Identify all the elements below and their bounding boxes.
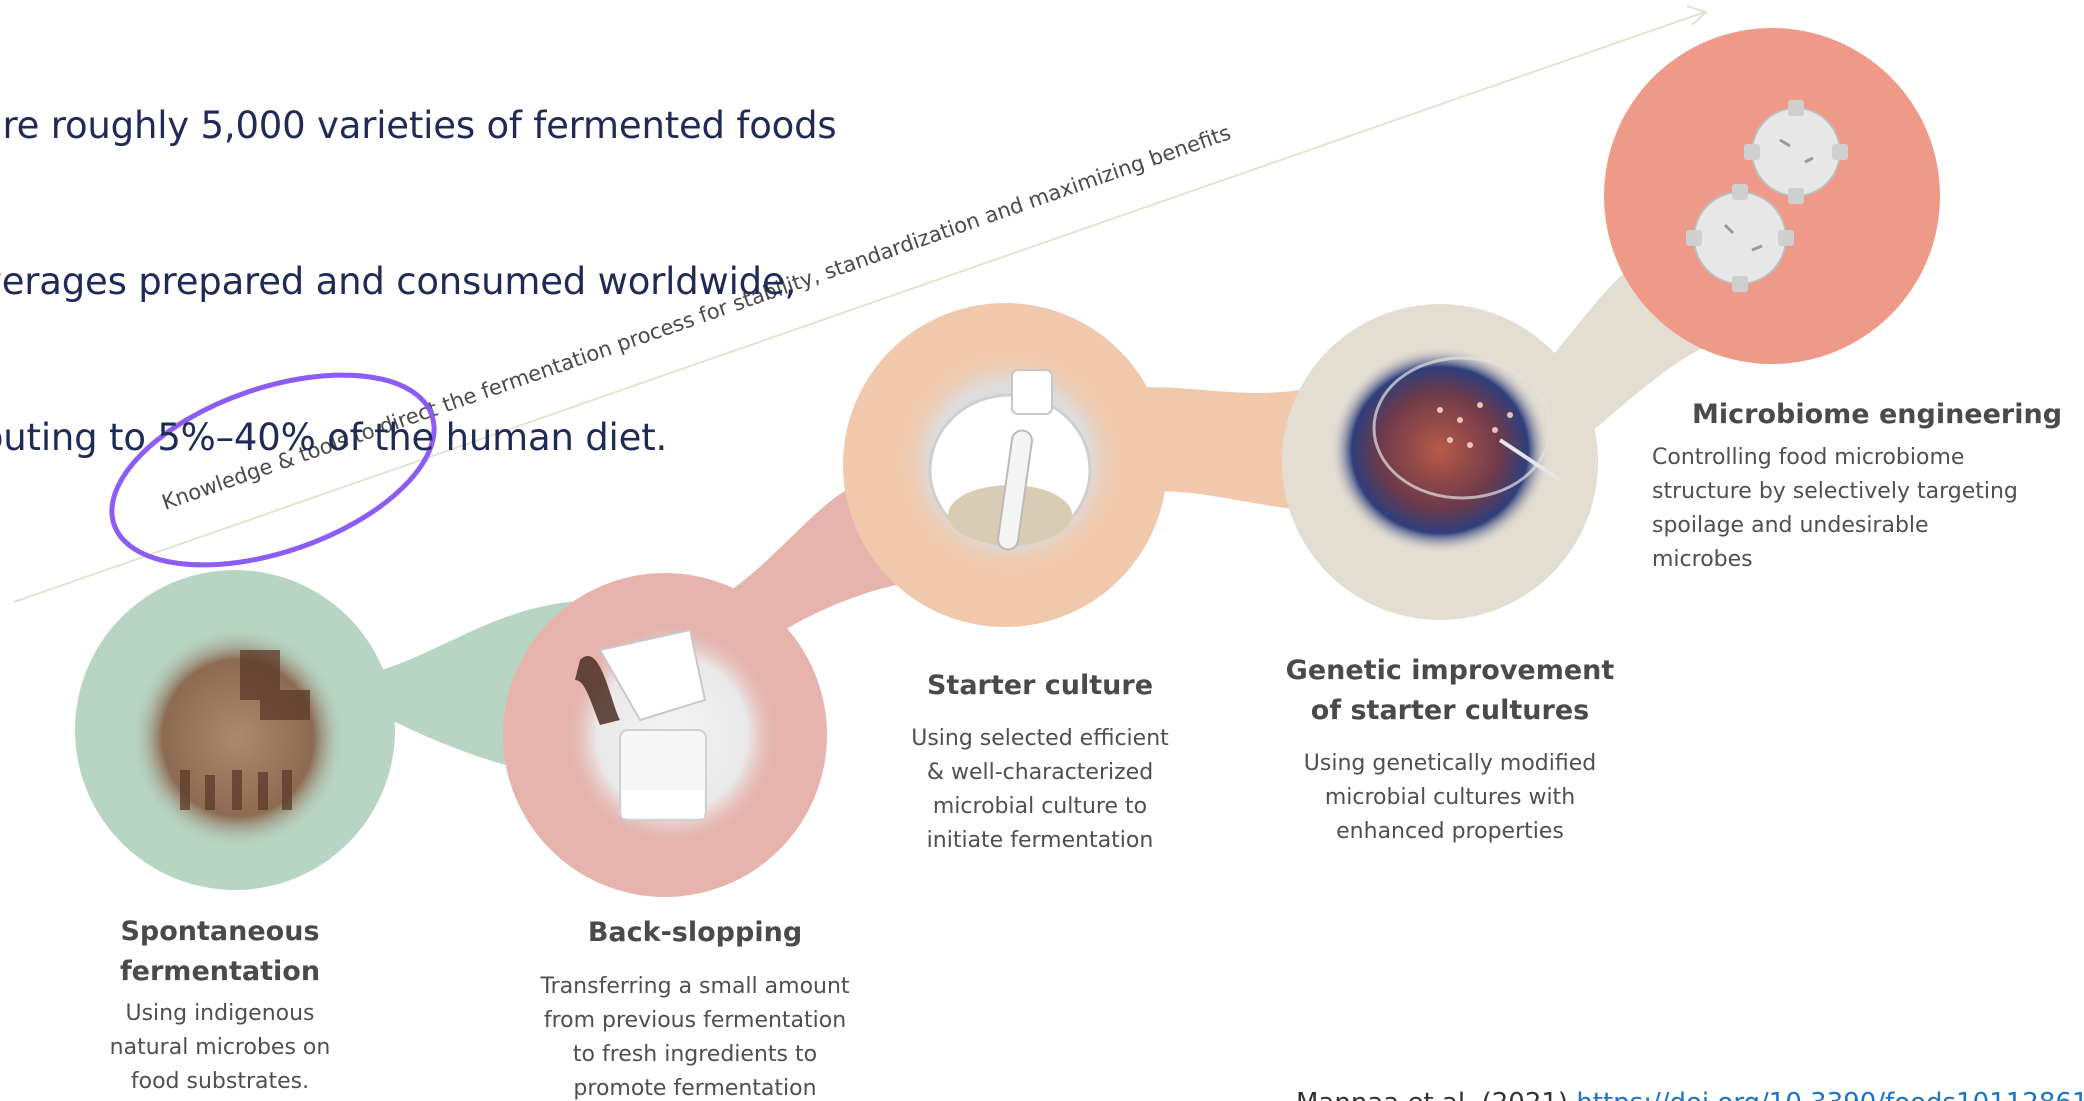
petri-dish-image bbox=[1330, 346, 1550, 554]
stage-desc-line: food substrates. bbox=[130, 1069, 310, 1094]
citation: Mannaa et al. (2021) https://doi.org/10.… bbox=[1296, 1086, 2084, 1101]
egyptian-relief-image bbox=[130, 626, 346, 850]
stage-desc-line: microbes bbox=[1652, 547, 1753, 572]
stage-circle-1 bbox=[75, 570, 395, 890]
stage-desc-line: Transferring a small amount bbox=[540, 974, 850, 999]
intro-text: are roughly 5,000 varieties of fermented… bbox=[0, 0, 837, 516]
stage-title-microbiome-engineering: Microbiome engineering bbox=[1692, 395, 2072, 435]
cup-icon bbox=[598, 628, 707, 722]
stage-title-line: Starter culture bbox=[926, 670, 1154, 701]
stage-desc-line: promote fermentation bbox=[573, 1076, 817, 1101]
sachet-icon bbox=[1011, 369, 1053, 415]
hand-icon bbox=[575, 655, 620, 725]
relief-figures-icon bbox=[180, 650, 310, 810]
stage-desc-line: natural microbes on bbox=[109, 1035, 331, 1060]
stage-title-spontaneous-fermentation: Spontaneous fermentation bbox=[60, 912, 380, 992]
microbe-marks-icon bbox=[1723, 138, 1814, 252]
gear-icon bbox=[1693, 107, 1841, 285]
stage-circle-3 bbox=[843, 303, 1167, 627]
stage-description-back-slopping: Transferring a small amount from previou… bbox=[505, 970, 885, 1101]
spoon-icon bbox=[997, 429, 1033, 551]
intro-line-1: are roughly 5,000 varieties of fermented… bbox=[0, 104, 837, 147]
inoculating-loop-icon bbox=[1498, 438, 1562, 482]
stage-description-starter-culture: Using selected efficient & well-characte… bbox=[860, 722, 1220, 858]
stage-title-back-slopping: Back-slopping bbox=[505, 913, 885, 953]
colonies-icon bbox=[1437, 402, 1513, 448]
stage-title-line: of starter cultures bbox=[1310, 695, 1590, 726]
stage-circle-4 bbox=[1282, 304, 1598, 620]
stage-desc-line: Using selected efficient bbox=[911, 726, 1169, 751]
stage-desc-line: structure by selectively targeting bbox=[1652, 479, 2018, 504]
stage-desc-line: microbial cultures with bbox=[1324, 785, 1576, 810]
intro-line-2: verages prepared and consumed worldwide, bbox=[0, 260, 797, 303]
stage-circle-5 bbox=[1604, 28, 1940, 364]
stage-desc-line: initiate fermentation bbox=[926, 828, 1154, 853]
stage-description-genetic-improvement: Using genetically modified microbial cul… bbox=[1260, 747, 1640, 849]
stage-description-spontaneous-fermentation: Using indigenous natural microbes on foo… bbox=[60, 997, 380, 1099]
stage-desc-line: Controlling food microbiome bbox=[1652, 445, 1965, 470]
citation-text: Mannaa et al. (2021) bbox=[1296, 1088, 1576, 1101]
stage-desc-line: to fresh ingredients to bbox=[572, 1042, 818, 1067]
stage-desc-line: Using indigenous bbox=[125, 1001, 315, 1026]
stage-desc-line: & well-characterized bbox=[926, 760, 1154, 785]
stage-description-microbiome-engineering: Controlling food microbiome structure by… bbox=[1652, 441, 2072, 577]
stage-desc-line: Using genetically modified bbox=[1303, 751, 1597, 776]
stage-title-line: fermentation bbox=[119, 956, 321, 987]
gear-teeth-icon bbox=[1686, 100, 1848, 292]
stage-desc-line: microbial culture to bbox=[932, 794, 1148, 819]
stage-title-genetic-improvement: Genetic improvement of starter cultures bbox=[1270, 651, 1630, 731]
progress-arrow bbox=[13, 5, 1708, 603]
stage-desc-line: from previous fermentation bbox=[543, 1008, 847, 1033]
intro-line-3: buting to 5%–40% of the human diet. bbox=[0, 416, 668, 459]
highlight-ellipse bbox=[109, 372, 437, 568]
stage-title-line: Microbiome engineering bbox=[1692, 399, 2063, 430]
stage-title-line: Back-slopping bbox=[587, 917, 803, 948]
petri-dish-icon bbox=[1372, 356, 1552, 500]
stage-title-line: Genetic improvement bbox=[1285, 655, 1615, 686]
arrowhead-icon bbox=[1686, 5, 1708, 26]
stage-title-starter-culture: Starter culture bbox=[860, 666, 1220, 706]
stage-desc-line: spoilage and undesirable bbox=[1652, 513, 1929, 538]
citation-link[interactable]: https://doi.org/10.3390/foods10112861 bbox=[1576, 1088, 2084, 1101]
stage-desc-line: enhanced properties bbox=[1336, 819, 1564, 844]
stage-title-line: Spontaneous bbox=[120, 916, 320, 947]
stage-circle-2 bbox=[503, 573, 827, 897]
